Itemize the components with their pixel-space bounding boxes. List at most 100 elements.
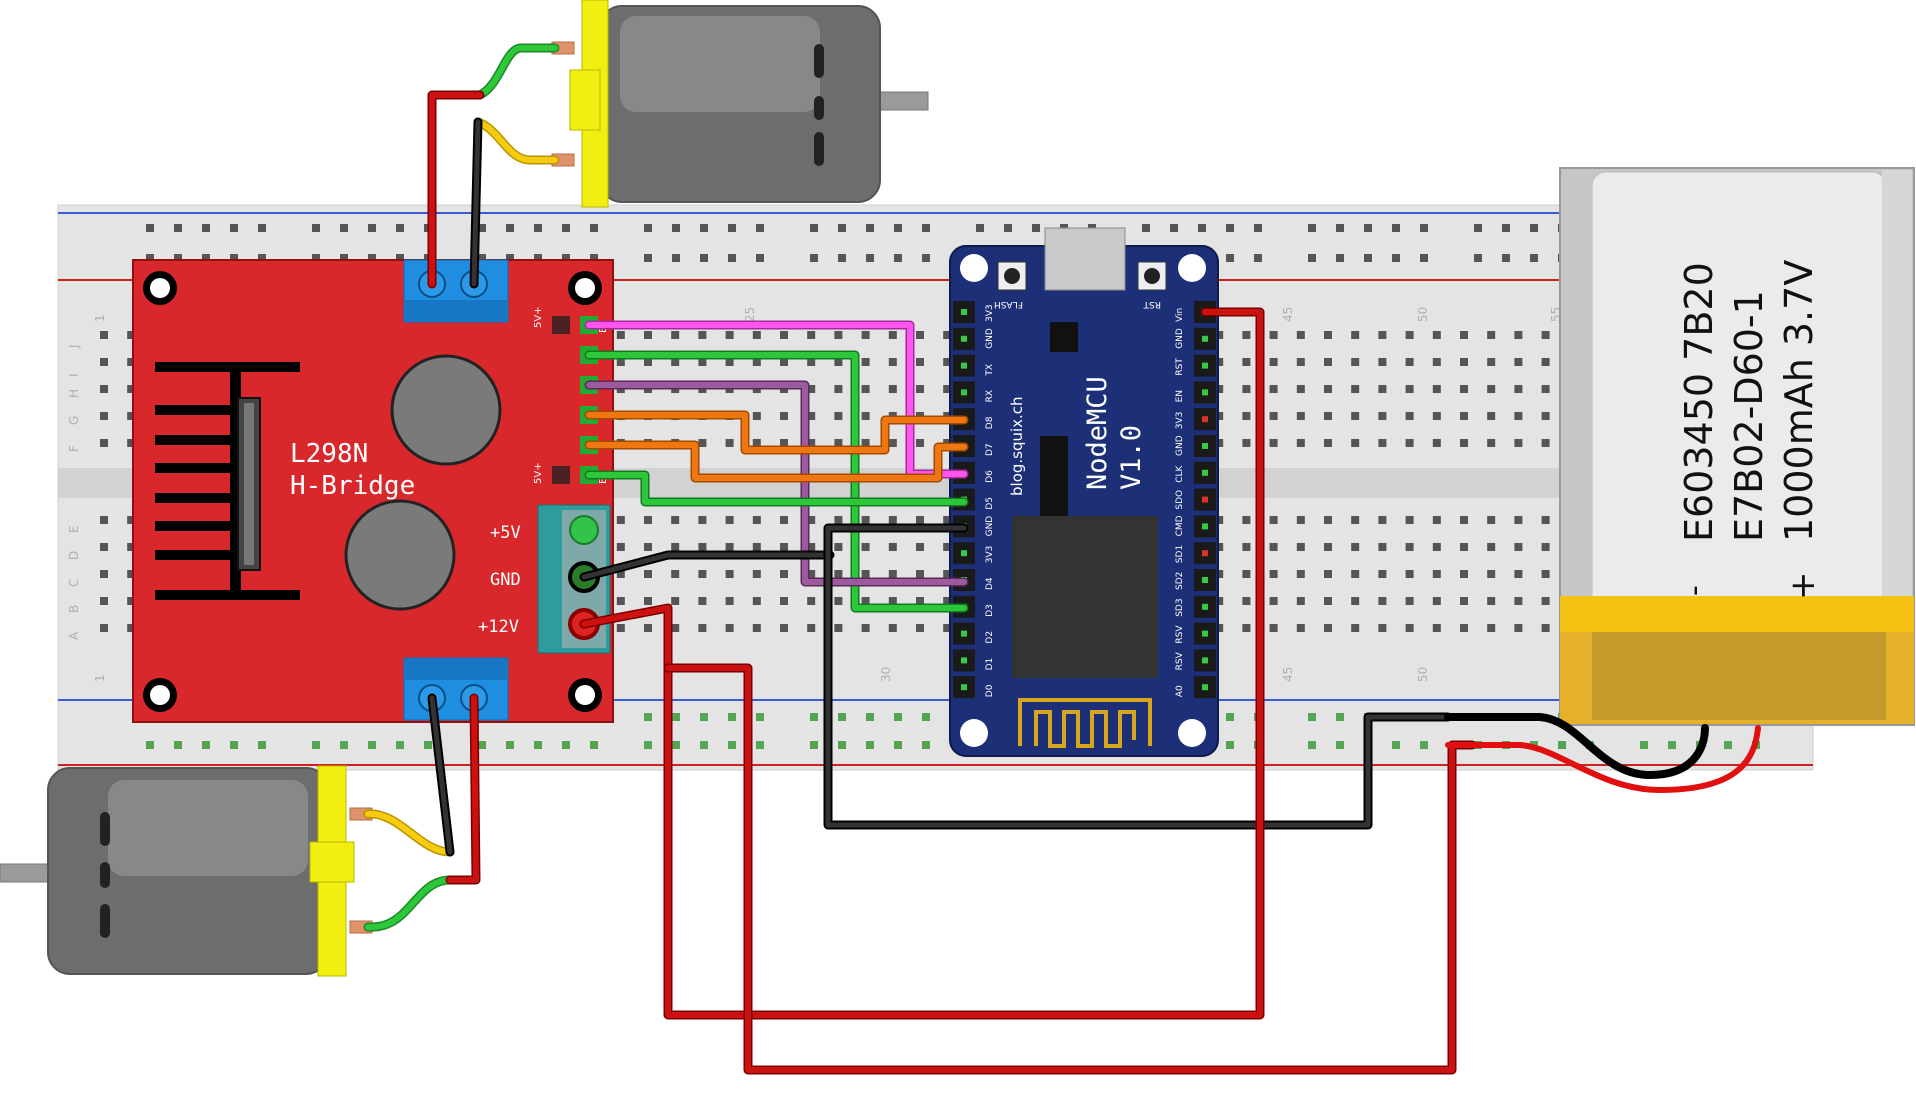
nodemcu-pin-label: D1 <box>985 658 995 671</box>
esp-module-shield <box>1012 516 1158 678</box>
breadboard-hole <box>1378 624 1387 632</box>
breadboard-hole <box>1460 624 1468 632</box>
row-letter: C <box>67 579 81 587</box>
breadboard-hole <box>916 439 924 447</box>
breadboard-hole <box>752 597 761 605</box>
breadboard-hole <box>943 570 952 578</box>
breadboard-hole <box>202 224 210 232</box>
capacitor <box>344 499 456 611</box>
breadboard-hole <box>1405 385 1414 393</box>
breadboard-hole <box>100 439 108 447</box>
breadboard-hole <box>1668 741 1676 749</box>
breadboard-hole <box>1226 741 1234 749</box>
breadboard-hole <box>1460 358 1468 366</box>
breadboard-hole <box>1432 516 1441 524</box>
breadboard-hole <box>728 254 736 262</box>
nodemcu-pin-contact <box>1202 443 1208 449</box>
breadboard-hole <box>698 597 707 605</box>
battery-label-line3: 1000mAh 3.7V <box>1777 260 1821 542</box>
breadboard-hole <box>1336 713 1344 721</box>
nodemcu-pin-contact <box>1202 657 1208 664</box>
wire-purple <box>586 382 967 585</box>
breadboard-hole <box>1405 624 1414 632</box>
breadboard-hole <box>1460 385 1468 393</box>
wire-battery-red <box>1445 725 1761 793</box>
wire-red <box>447 695 479 883</box>
breadboard-hole <box>780 543 788 551</box>
breadboard-hole <box>888 385 897 393</box>
breadboard-hole <box>1432 412 1441 420</box>
breadboard-hole <box>1215 516 1224 524</box>
breadboard-hole <box>1541 439 1550 447</box>
breadboard-hole <box>1324 439 1332 447</box>
breadboard-hole <box>700 713 708 721</box>
rst-button-cap <box>1144 268 1160 284</box>
nodemcu-pin-contact <box>961 362 967 369</box>
breadboard-hole <box>1378 331 1387 339</box>
breadboard-hole <box>725 624 734 632</box>
breadboard-hole <box>312 254 320 262</box>
breadboard-hole <box>807 385 816 393</box>
breadboard-hole <box>1324 516 1332 524</box>
breadboard-hole <box>834 358 843 366</box>
breadboard-hole <box>340 224 348 232</box>
wires <box>363 43 1761 1075</box>
nodemcu-pin-label: GND <box>1175 435 1185 456</box>
breadboard-hole <box>1215 412 1224 420</box>
breadboard-hole <box>838 713 846 721</box>
breadboard-hole <box>1405 543 1414 551</box>
breadboard-hole <box>752 412 761 420</box>
breadboard-hole <box>671 331 680 339</box>
breadboard-hole <box>725 597 734 605</box>
motor-slot <box>814 132 824 166</box>
breadboard-hole <box>1242 597 1251 605</box>
breadboard-hole <box>1378 439 1387 447</box>
nodemcu-pin-contact <box>961 657 967 664</box>
wire-black <box>825 525 1451 828</box>
breadboard-hole <box>728 224 736 232</box>
breadboard-hole <box>396 224 404 232</box>
breadboard-hole <box>1487 516 1496 524</box>
breadboard-hole <box>100 624 108 632</box>
breadboard-hole <box>1514 624 1523 632</box>
breadboard-hole <box>834 385 843 393</box>
breadboard-hole <box>100 570 108 578</box>
battery-tape-shadow <box>1592 632 1886 720</box>
motor-slot <box>100 862 110 888</box>
breadboard-hole <box>1420 224 1428 232</box>
breadboard-hole <box>100 516 108 524</box>
breadboard-hole <box>616 358 625 366</box>
breadboard-hole <box>644 597 652 605</box>
breadboard-hole <box>1215 570 1224 578</box>
breadboard-hole <box>644 331 652 339</box>
breadboard-hole <box>725 358 734 366</box>
breadboard-hole <box>976 224 984 232</box>
nodemcu-pin-contact <box>961 630 967 637</box>
breadboard-hole <box>1269 385 1278 393</box>
breadboard-hole <box>1296 624 1305 632</box>
breadboard-hole <box>1269 331 1278 339</box>
rst-label: RST <box>1143 299 1161 309</box>
breadboard-hole <box>834 412 843 420</box>
heatsink <box>155 362 300 600</box>
breadboard-hole <box>1296 570 1305 578</box>
breadboard-hole <box>100 331 108 339</box>
nodemcu-title-line2: V1.0 <box>1116 425 1147 490</box>
breadboard-hole <box>1378 412 1387 420</box>
label-12v: +12V <box>478 617 519 637</box>
flash-button-cap <box>1004 268 1020 284</box>
breadboard-hole <box>1460 439 1468 447</box>
breadboard-hole <box>562 254 570 262</box>
breadboard-hole <box>1405 516 1414 524</box>
breadboard-hole <box>780 358 788 366</box>
breadboard-hole <box>1242 543 1251 551</box>
breadboard-hole <box>1269 597 1278 605</box>
breadboard-hole <box>1558 741 1566 749</box>
breadboard-hole <box>1324 385 1332 393</box>
breadboard-hole <box>1541 597 1550 605</box>
breadboard-hole <box>1254 254 1262 262</box>
breadboard-hole <box>312 224 320 232</box>
breadboard-hole <box>1541 385 1550 393</box>
nodemcu-pin-contact <box>1202 577 1208 583</box>
breadboard-hole <box>1351 570 1360 578</box>
